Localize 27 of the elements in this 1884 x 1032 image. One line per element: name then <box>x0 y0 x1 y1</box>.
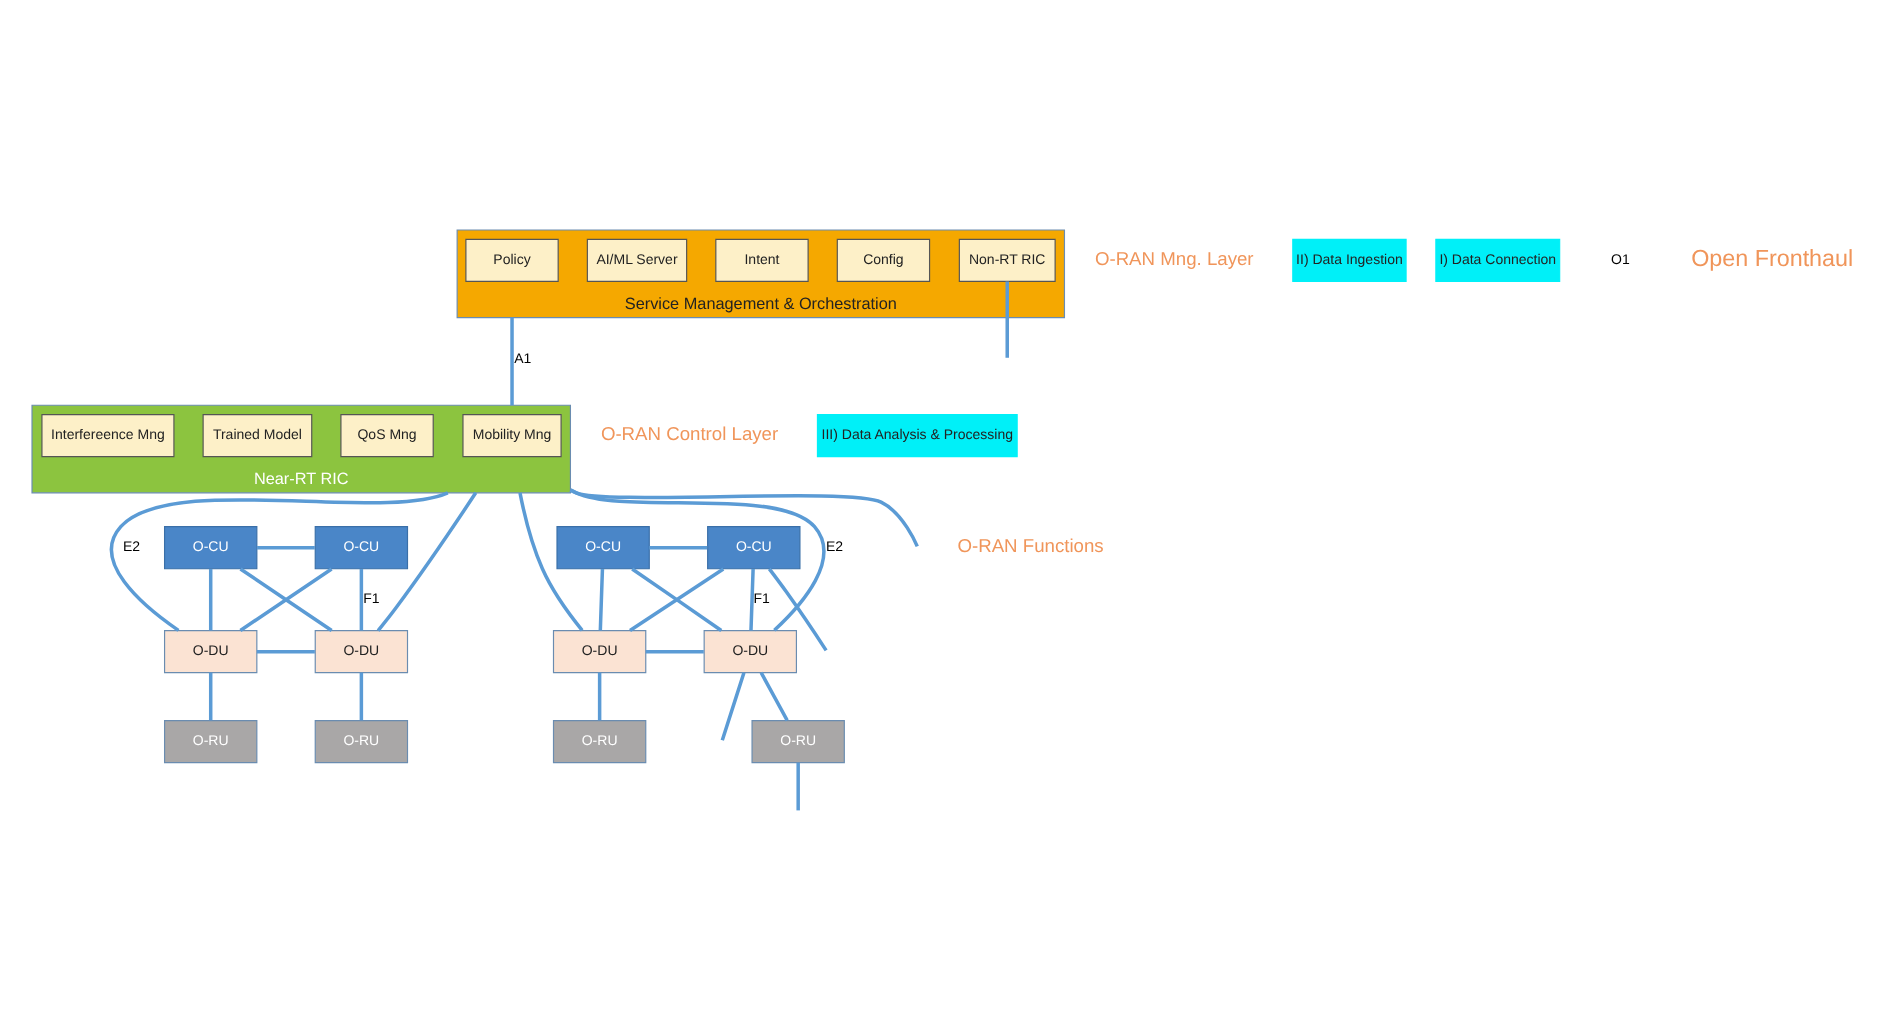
connector <box>758 671 788 722</box>
connector <box>509 317 513 406</box>
connector <box>255 545 314 550</box>
connector <box>719 672 745 741</box>
connector <box>207 672 212 721</box>
connector <box>1004 281 1008 358</box>
connector <box>648 545 707 550</box>
connector <box>597 568 604 631</box>
connector <box>375 491 477 632</box>
connector <box>238 567 332 632</box>
connector <box>109 491 448 632</box>
label: O-RAN Mng. Layer <box>1093 248 1253 269</box>
connector <box>748 568 754 631</box>
label: O-RAN Functions <box>956 536 1103 557</box>
connector <box>358 568 363 631</box>
connector <box>795 762 799 811</box>
connector <box>568 488 825 632</box>
connector <box>255 649 314 654</box>
label: O-RAN Control Layer <box>599 424 778 445</box>
connector <box>644 649 703 654</box>
connector <box>596 672 601 721</box>
connector <box>517 492 583 632</box>
connector <box>358 672 363 721</box>
connector <box>207 568 212 631</box>
connector <box>568 488 918 548</box>
connector <box>766 567 827 652</box>
label: Open Fronthaul <box>1690 246 1853 273</box>
